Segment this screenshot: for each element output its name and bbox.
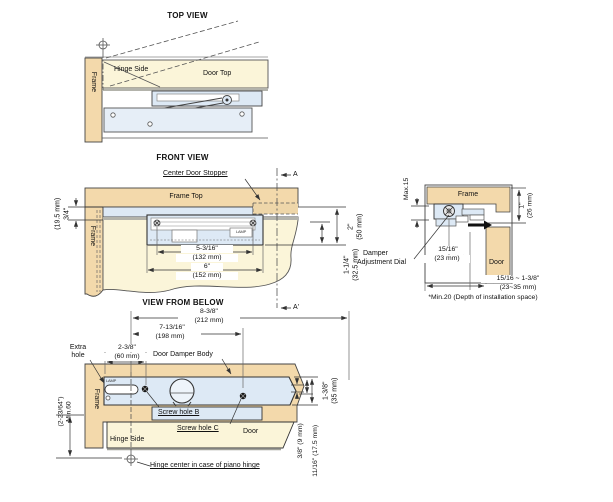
section-door (485, 226, 511, 282)
damper-dial-label-2: Adjustment Dial (357, 259, 407, 266)
dim-stopper-mm: (19.5 mm) (54, 197, 62, 230)
dim-frame-overhang: 1" (26 mm) (519, 175, 536, 235)
dim-frame-overhang-in: 1" (518, 202, 526, 209)
dim-body-width-in: 1-3/8" (322, 381, 330, 400)
below-catch-plate (151, 406, 263, 421)
mounting-screw-arrow (468, 220, 492, 230)
screw-hole-c-label: Screw hole C (177, 425, 219, 432)
dim-min-width: (2-23/64") Min.60 (58, 381, 75, 441)
section-door-label: Door (489, 259, 505, 266)
dim-frame-overhang-mm: (26 mm) (527, 192, 534, 219)
front-frame-label: Frame (88, 225, 96, 247)
extra-hole-slot (104, 384, 139, 395)
hinge-center-note: Hinge center in case of piano hinge (150, 462, 260, 469)
dim-door-range-mm: (23~35 mm) (484, 284, 552, 292)
front-view-drawing (68, 168, 346, 311)
screw-c (239, 392, 247, 400)
section-marker-a: A (293, 171, 298, 178)
below-door (106, 421, 295, 449)
door-swing-line (105, 20, 239, 59)
top-view-drawing (84, 20, 269, 143)
top-view-title: TOP VIEW (167, 11, 208, 20)
center-door-stopper-hidden (252, 202, 298, 215)
screw-b (141, 385, 149, 393)
section-marker-a-prime: A' (293, 304, 300, 311)
top-hinge-side-label: Hinge Side (114, 66, 149, 73)
piano-hinge-center-mark (124, 372, 151, 467)
dim-total-in: 8-3/8" (183, 308, 235, 316)
extra-hole-line2: hole (71, 351, 85, 359)
section-dial (443, 205, 455, 217)
door-damper-body-label: Door Damper Body (153, 351, 213, 358)
view-from-below-drawing (56, 311, 350, 467)
section-catch (461, 208, 485, 216)
dim-body-length-in: 6" (191, 263, 223, 271)
dim-min-width-mm: Min.60 (66, 401, 73, 422)
hinge-center-mark (96, 38, 110, 90)
frame-top-label: Frame Top (169, 193, 203, 200)
section-frame-label: Frame (457, 191, 479, 198)
section-frame (426, 186, 511, 213)
dim-body-height-in: 2" (347, 223, 355, 230)
dim-offset-in: 1-1/4" (343, 255, 351, 274)
below-frame-label: Frame (92, 388, 100, 410)
top-mounting-plate (103, 107, 253, 133)
front-logo-plate (229, 227, 253, 238)
center-door-stopper-label: Center Door Stopper (163, 170, 228, 177)
below-logo-text: LAMP (106, 378, 117, 383)
view-from-below-title: VIEW FROM BELOW (142, 298, 224, 307)
dim-body-length-mm: (152 mm) (176, 272, 238, 280)
damper-dial-below (169, 378, 195, 407)
front-damper-body (146, 214, 264, 246)
dim-screwb-mm: (60 mm) (98, 353, 156, 361)
dim-screwc-mm: (198 mm) (139, 333, 201, 341)
dim-door-range-in: 15/16 ~ 1-3/8" (481, 275, 555, 283)
dim-screwb-offset: 3/8" (9 mm) (297, 423, 305, 459)
front-logo-text: LAMP (235, 228, 247, 234)
top-door-top-label: Door Top (203, 70, 232, 77)
top-frame-label: Frame (89, 71, 97, 93)
dim-screw-span-in: 5-3/16" (181, 245, 233, 253)
dim-min-width-in: (2-23/64") (57, 396, 65, 427)
top-door-board (101, 59, 269, 89)
dim-max-gap: Max.15 (403, 177, 411, 200)
dim-total-mm: (212 mm) (178, 317, 240, 325)
damper-dial-label-1: Damper (363, 250, 388, 257)
dim-dial-in: 15/16" (428, 246, 468, 254)
extra-hole-line1: Extra (69, 344, 87, 351)
door-swing-line (109, 41, 260, 87)
dim-screwb-in: 2-3/8" (103, 344, 151, 352)
section-view-drawing (411, 184, 526, 291)
dim-screw-span-mm: (132 mm) (176, 254, 238, 262)
top-frame-board (84, 57, 103, 143)
extra-hole-label: Extra hole (66, 344, 90, 359)
installation-depth-note: *Min.20 (Depth of installation space) (428, 294, 538, 301)
dim-stopper-in: 3/4" (63, 207, 70, 220)
front-view-title: FRONT VIEW (156, 153, 209, 162)
dim-dial-mm: (23 mm) (424, 255, 470, 263)
screw-hole-b-label: Screw hole B (158, 409, 200, 416)
stopper-leader (244, 178, 261, 201)
dim-screwc-offset: 11/16" (17.5 mm) (312, 424, 320, 477)
dim-body-width-mm: (35 mm) (331, 377, 338, 404)
dial-leader (413, 214, 450, 260)
below-hinge-side-label: Hinge Side (110, 436, 145, 443)
dim-body-width: 1-3/8" (35 mm) (322, 361, 340, 421)
below-door-label: Door (243, 428, 259, 435)
dim-screwc-in: 7-13/16" (141, 324, 203, 332)
dim-stopper-height: (19.5 mm) 3/4" (54, 184, 72, 244)
